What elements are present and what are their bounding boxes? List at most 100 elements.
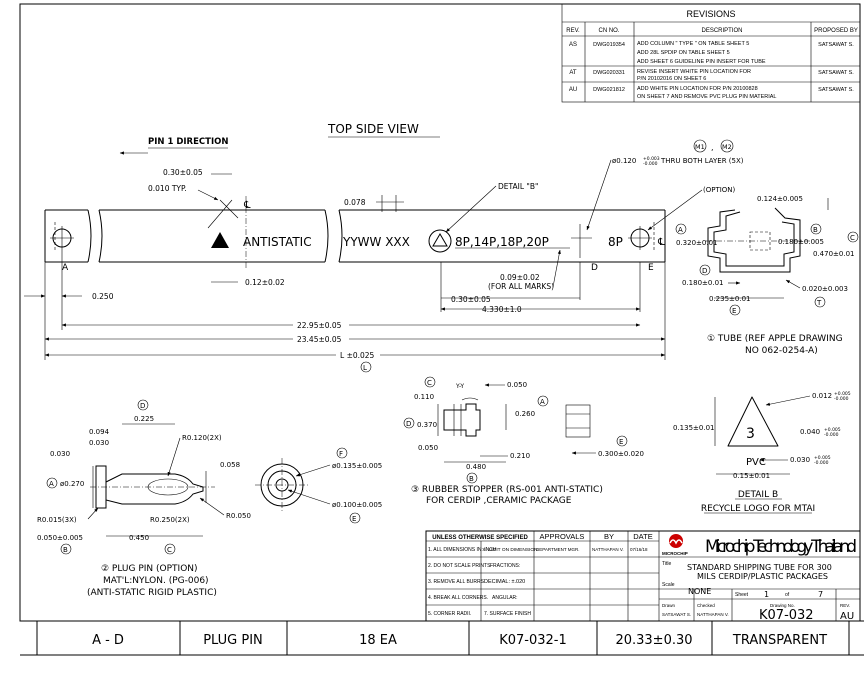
rev-row-at-desc-1: REVISE INSERT WHITE PIN LOCATION FOR: [637, 69, 751, 75]
thru-hole-tolerance-minus: -0.000: [643, 161, 658, 167]
stopper-ref-a: A: [540, 398, 545, 406]
recycle-dim-0012-tol: +0.005: [834, 391, 851, 397]
recycle-dim-0040-tol: +0.005: [824, 427, 841, 433]
tube-dim-0124: 0.124±0.005: [757, 195, 803, 203]
dim-012: 0.12±0.02: [245, 278, 285, 287]
plug-dim-0030b: 0.030: [50, 450, 70, 458]
tb-sheets: 7: [818, 590, 823, 599]
label-a: A: [62, 263, 69, 273]
stopper-dim-0050: 0.050: [507, 381, 527, 389]
part-cell-range: A - D: [92, 633, 124, 648]
tube-caption-1: ① TUBE (REF APPLE DRAWING: [707, 334, 843, 344]
view-title: TOP SIDE VIEW: [327, 122, 419, 136]
stopper-caption-2: FOR CERDIP ,CERAMIC PACKAGE: [426, 496, 572, 506]
dim-078: 0.078: [344, 198, 366, 207]
recycle-dim-0040-tol-minus: -0.000: [824, 432, 839, 438]
thru-hole-callout: THRU BOTH LAYER (5X): [660, 157, 744, 165]
pin-count-short: 8P: [608, 235, 623, 249]
tube-ref-b: B: [813, 226, 818, 234]
tb-title-label: Title: [662, 561, 671, 567]
tb-approvals: APPROVALS: [540, 532, 585, 541]
pin-count-text: 8P,14P,18P,20P: [455, 235, 549, 249]
rev-row-at-cn: DWG020331: [593, 70, 625, 76]
rev-row-as-desc-2: ADD 28L SPDIP ON TABLE SHEET 5: [637, 50, 730, 56]
tb-unless: UNLESS OTHERWISE SPECIFIED: [432, 535, 528, 541]
stopper-dim-0210: 0.210: [510, 452, 530, 460]
recycle-caption-2: RECYCLE LOGO FOR MTAI: [701, 504, 815, 514]
rev-row-au-desc-2: ON SHEET 7 AND REMOVE PVC PLUG PIN MATER…: [637, 94, 776, 100]
tb-dept: DEPARTMENT MGR.: [536, 547, 580, 552]
plug-ref-e: E: [352, 515, 356, 523]
dim-2345: 23.45±0.05: [297, 335, 342, 344]
plug-ref-b: B: [63, 546, 68, 554]
recycle-dim-0030: 0.030: [790, 456, 810, 464]
tb-title-2: MILS CERDIP/PLASTIC PACKAGES: [697, 572, 828, 581]
rev-row-as-desc-3: ADD SHEET 6 GUIDELINE PIN INSERT FOR TUB…: [637, 59, 766, 65]
plug-ref-a: A: [49, 480, 54, 488]
tb-limit-1: 6. LIMIT ON DIMENSION.: [483, 547, 539, 553]
recycle-dim-0030-tol: +0.005: [814, 455, 831, 461]
recycle-dim-0012: 0.012: [812, 392, 832, 400]
tb-checked-by: NATTHAPAN V.: [697, 612, 729, 617]
tube-dim-0180b: 0.180±0.01: [682, 279, 724, 287]
plug-dim-0225: 0.225: [134, 415, 154, 423]
thru-hole-callout-pre: ø0.120: [612, 157, 636, 165]
tube-ref-d: D: [702, 267, 707, 275]
rev-header-by: PROPOSED BY: [814, 28, 858, 34]
stopper-caption-1: ③ RUBBER STOPPER (RS-001 ANTI-STATIC): [411, 485, 603, 495]
part-cell-length: 20.33±0.30: [615, 633, 692, 648]
stopper-ref-e: E: [619, 438, 623, 446]
part-cell-color: TRANSPARENT: [732, 633, 827, 648]
tb-limit-4: ANGULAR:: [492, 595, 518, 601]
tb-limit-5: 7. SURFACE FINISH: [484, 611, 531, 617]
stopper-dim-0050b: 0.050: [418, 444, 438, 452]
tb-title-1: STANDARD SHIPPING TUBE FOR 300: [687, 563, 832, 572]
dim-0250: 0.250: [92, 292, 114, 301]
rev-row-as-cn: DWG019354: [593, 42, 625, 48]
tube-dim-0320: 0.320±0.01: [676, 239, 718, 247]
stopper-dim-0480: 0.480: [466, 463, 486, 471]
tube-ref-a: A: [678, 226, 683, 234]
tb-by: BY: [604, 532, 614, 541]
dim-l: L ±0.025: [340, 351, 375, 360]
tb-approve-date: 07/16/18: [630, 547, 648, 552]
tube-cross-section: 0.124±0.005 A 0.320±0.01 B 0.180±0.005 C…: [675, 195, 859, 356]
tb-drawing-no: K07-032: [759, 608, 814, 623]
tb-checked-label: Checked: [697, 603, 715, 608]
plug-dim-0135: ø0.135±0.005: [332, 462, 382, 470]
m-separator: ,: [711, 143, 714, 152]
tb-scale: NONE: [688, 587, 711, 596]
rev-header-rev: REV.: [566, 28, 580, 34]
rubber-stopper: C 0.110 Y-Y 0.050 A 0.260 D 0.370 0.050 …: [403, 376, 644, 506]
plug-caption-3: (ANTI-STATIC RIGID PLASTIC): [87, 588, 217, 598]
plug-caption-1: ② PLUG PIN (OPTION): [101, 564, 198, 574]
m2-ref: M2: [722, 143, 732, 151]
rev-row-at-desc-2: P/N 20102016 ON SHEET 6: [637, 76, 706, 82]
dim-009-note: (FOR ALL MARKS): [488, 282, 554, 291]
rev-row-au-by: SATSAWAT S.: [818, 87, 854, 93]
dim-030-b: 0.30±0.05: [451, 295, 491, 304]
tb-note-5: 5. CORNER RADII.: [428, 611, 471, 617]
recycle-caption-1: DETAIL B: [738, 490, 778, 500]
plug-dim-0270: ø0.270: [60, 480, 84, 488]
recycle-triangle-icon: [727, 396, 779, 447]
dim-010: 0.010 TYP.: [148, 184, 187, 193]
title-block: UNLESS OTHERWISE SPECIFIED APPROVALS BY …: [425, 530, 861, 623]
rev-header-cn: CN NO.: [599, 28, 620, 34]
rev-header-desc: DESCRIPTION: [701, 28, 742, 34]
stopper-ref-d: D: [406, 420, 411, 428]
revisions-table: REVISIONS REV. CN NO. DESCRIPTION PROPOS…: [561, 3, 861, 103]
tb-note-4: 4. BREAK ALL CORNERS.: [428, 595, 488, 601]
plug-dim-0030: 0.030: [89, 439, 109, 447]
plug-dim-0450: 0.450: [129, 534, 149, 542]
antistatic-triangle-icon: [211, 232, 229, 248]
parts-row: A - D PLUG PIN 18 EA K07-032-1 20.33±0.3…: [20, 620, 864, 656]
plug-dim-0050: 0.050±0.005: [37, 534, 83, 542]
rev-row-as-by: SATSAWAT S.: [818, 42, 854, 48]
antistatic-text: ANTISTATIC: [243, 235, 312, 249]
recycle-dim-015: 0.15±0.01: [733, 472, 770, 480]
tb-of: of: [785, 592, 790, 598]
plug-dim-r0050: R0.050: [226, 512, 251, 520]
plug-dim-0094: 0.094: [89, 428, 110, 436]
